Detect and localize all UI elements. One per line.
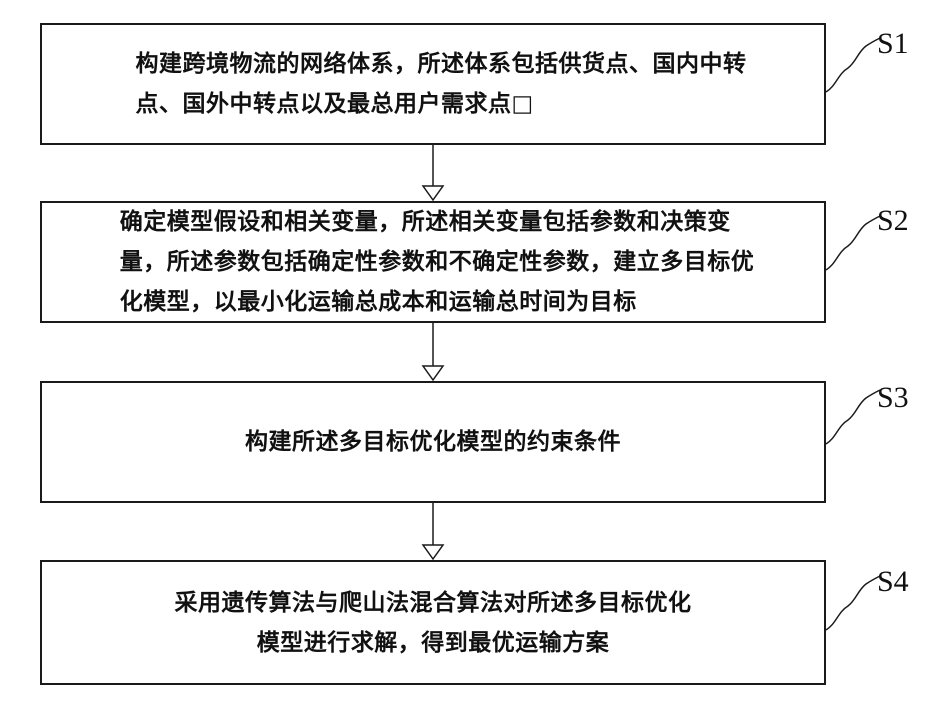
step-label-s3: S3: [877, 382, 909, 414]
step-text-s3: 构建所述多目标优化模型的约束条件: [245, 422, 621, 462]
leader-line-s2: [826, 216, 880, 270]
step-text-s1: 构建跨境物流的网络体系，所述体系包括供货点、国内中转 点、国外中转点以及最总用户…: [136, 44, 747, 124]
step-text-s4: 采用遗传算法与爬山法混合算法对所述多目标优化 模型进行求解，得到最优运输方案: [175, 583, 692, 663]
step-box-s2: 确定模型假设和相关变量，所述相关变量包括参数和决策变 量，所述参数包括确定性参数…: [40, 201, 826, 323]
step-box-s3: 构建所述多目标优化模型的约束条件: [40, 381, 826, 503]
leader-line-s3: [826, 390, 880, 444]
step-box-s1: 构建跨境物流的网络体系，所述体系包括供货点、国内中转 点、国外中转点以及最总用户…: [40, 23, 826, 145]
step-label-s1: S1: [877, 28, 909, 60]
arrow-s1-s2: [423, 145, 443, 200]
leader-line-s1: [826, 38, 880, 92]
step-label-s2: S2: [877, 205, 909, 237]
step-box-s4: 采用遗传算法与爬山法混合算法对所述多目标优化 模型进行求解，得到最优运输方案: [40, 560, 826, 685]
step-text-s2: 确定模型假设和相关变量，所述相关变量包括参数和决策变 量，所述参数包括确定性参数…: [120, 202, 755, 322]
leader-line-s4: [826, 576, 880, 630]
arrow-s3-s4: [423, 503, 443, 559]
step-label-s4: S4: [877, 566, 909, 598]
arrow-s2-s3: [423, 323, 443, 380]
